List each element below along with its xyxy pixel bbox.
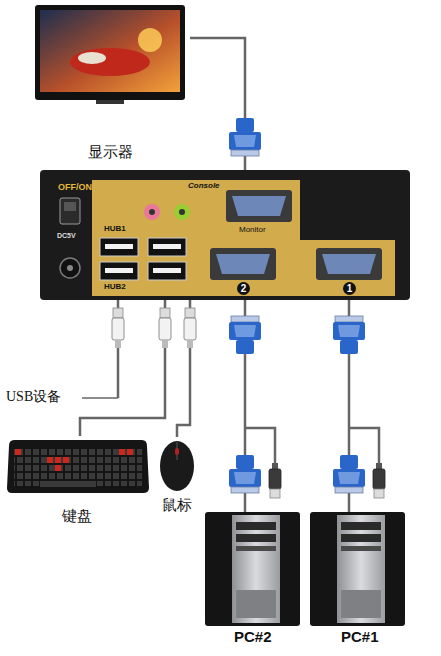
vga-port [322,254,376,274]
monitor-node: 显示器 [30,3,190,168]
usb-port [148,238,186,256]
vga-port [216,254,270,274]
callout-label: USB设备 [6,389,61,405]
device-label: PC#1 [341,628,379,645]
keyboard-key [15,449,21,455]
pc-bay [236,546,276,551]
usb-port [105,268,133,273]
keyboard-key [63,457,69,463]
monitor-stand [96,100,124,104]
keyboard-drawing [7,440,149,493]
leader-line [82,397,118,399]
cable-connector [80,300,165,436]
pc-node: PC#1 [307,512,412,652]
mouse-drawing [160,441,194,491]
pc-bay [341,534,381,542]
power-label: DC5V [57,232,76,240]
pc-bay [341,522,381,530]
keyboard-key [55,465,61,471]
screen-car [78,52,106,64]
device-label: 显示器 [88,144,133,161]
port-label: HUB1 [104,224,126,233]
keyboard-node: 键盘 [5,436,148,532]
keyboard-key [40,481,96,487]
screen-fire [138,28,162,52]
pc-tower [205,512,300,626]
keyboard-key [47,457,53,463]
power-switch [60,198,80,224]
port-number: 1 [343,282,356,295]
usb-port [153,268,181,273]
monitor-drawing [35,5,185,104]
keyboard-body [7,440,149,493]
port-number: 2 [237,282,250,295]
mouse-body [160,441,194,491]
kvm-housing [40,170,410,300]
port-label: Monitor [239,225,266,234]
port-label: Console [188,181,220,190]
audio-jack [179,209,185,215]
dc-jack [67,265,73,271]
pc-grille [236,590,276,618]
switch-label: OFF/ON [58,182,92,192]
audio-jack [144,204,160,220]
vga-port [232,196,286,216]
monitor-frame [35,5,185,100]
usb-port [105,244,133,249]
usb-plug [373,463,385,498]
vga-port [316,248,382,280]
vga-plug [333,316,365,354]
audio-jack [174,204,190,220]
keyboard-key [127,449,133,455]
device-label: 键盘 [62,508,92,525]
keyboard-key [55,457,61,463]
mouse-node: 鼠标 [150,437,204,522]
vga-plug [229,455,261,493]
port-label: HUB2 [104,282,126,291]
device-label: PC#2 [234,628,272,645]
pc-front [337,515,385,623]
usb-plug [159,308,171,348]
dc-jack [60,258,80,278]
pc-tower [310,512,405,626]
usb-plug [269,463,281,498]
kvm-panel [92,180,395,296]
vga-plug [229,118,261,156]
audio-jack [149,209,155,215]
screen-car [70,48,150,76]
vga-plug [333,455,365,493]
power-switch [64,202,76,211]
device-label: 鼠标 [162,497,192,514]
vga-port [210,248,276,280]
vga-port [226,190,292,222]
pc-drawing [205,512,300,626]
pc-bay [236,534,276,542]
usb-port [153,244,181,249]
usb-plug [112,308,124,348]
usb-port [100,262,138,280]
pc-bay [341,546,381,551]
monitor-screen [40,10,180,92]
pc-bay [236,522,276,530]
usb-port [100,238,138,256]
usb-port [148,262,186,280]
pc-front [232,515,280,623]
kvm-drawing [40,170,410,300]
usb-plug [184,308,196,348]
vga-plug [229,316,261,354]
pc-drawing [310,512,405,626]
pc-node: PC#2 [200,512,305,652]
kvm-switch-node: OFF/ON DC5V ConsoleHUB1 MonitorHUB2 2 1 [40,170,410,300]
keyboard-keys [14,448,142,486]
mouse-wheel [175,448,179,455]
pc-grille [341,590,381,618]
keyboard-key [119,449,125,455]
